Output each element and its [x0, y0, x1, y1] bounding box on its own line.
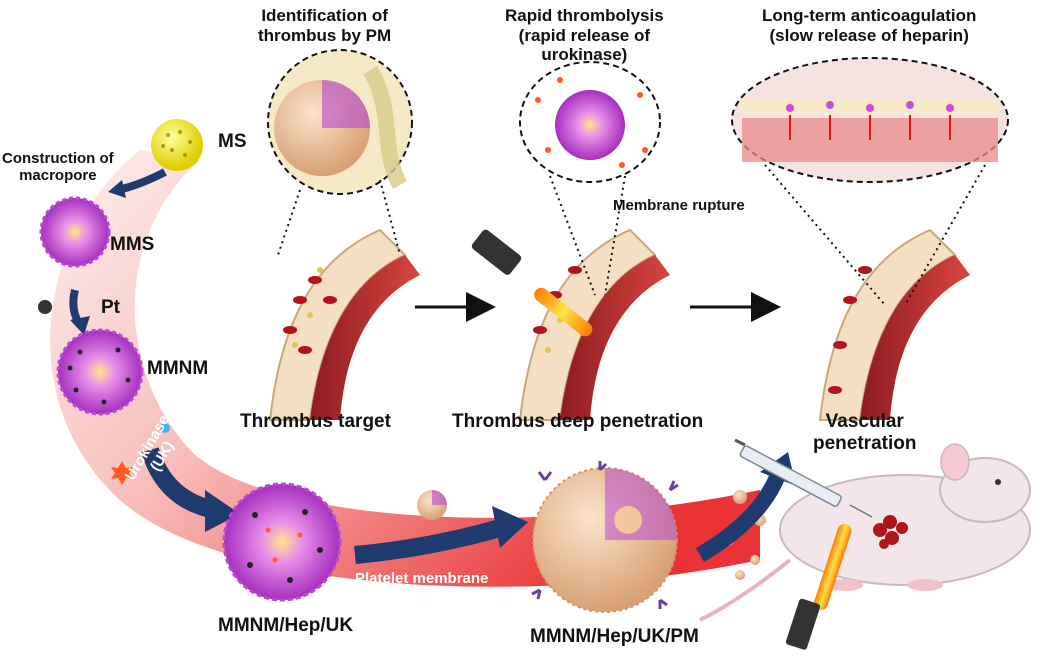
label-pt: Pt — [101, 297, 120, 318]
zoom-long-term — [731, 57, 1009, 306]
label-ms: MS — [218, 131, 247, 152]
ms-sphere — [151, 119, 203, 171]
label-deep-penetration: Thrombus deep penetration — [452, 411, 704, 432]
label-rapid-thrombolysis: Rapid thrombolysis (rapid release of uro… — [505, 6, 664, 65]
process-band — [50, 150, 761, 587]
mouse-laser — [785, 523, 852, 650]
heparin-marker — [160, 423, 170, 433]
thrombus-on-mouse — [873, 515, 908, 549]
label-long-term: Long-term anticoagulation (slow release … — [762, 6, 977, 45]
mms-particle — [39, 196, 111, 268]
zoom-identification — [267, 49, 413, 256]
pt-dot — [38, 300, 52, 314]
label-mms: MMS — [110, 234, 155, 255]
laser-emitter — [471, 229, 522, 275]
label-vascular-penetration: Vascular penetration — [813, 411, 917, 454]
label-construction: Construction of macropore — [2, 150, 114, 185]
platelet-membrane-vesicle — [417, 490, 447, 520]
vessel-panel-1 — [268, 228, 420, 421]
mmnm-hep-uk-particle — [222, 482, 342, 602]
label-mmnm-hep-uk-pm: MMNM/Hep/UK/PM — [530, 626, 699, 647]
label-platelet-membrane: Platelet membrane (PM) — [355, 570, 489, 605]
vessel-panel-3 — [818, 228, 970, 421]
vessel-panel-2 — [471, 228, 670, 421]
zoom-rapid-thrombolysis — [519, 61, 661, 296]
label-mmnm-hep-uk: MMNM/Hep/UK — [218, 615, 354, 636]
label-thrombus-target: Thrombus target — [240, 411, 391, 432]
arrow-loaded-to-coated — [354, 519, 503, 564]
thrombolysis-laser-beam — [534, 287, 593, 337]
label-identification: Identification of thrombus by PM — [258, 6, 392, 45]
arrow-to-mouse — [695, 471, 786, 562]
mmnm-particle — [56, 328, 144, 416]
platelet-coated-nanoparticle — [531, 461, 679, 613]
label-mmnm: MMNM — [147, 358, 209, 379]
syringe — [734, 438, 873, 518]
label-membrane-rupture: Membrane rupture — [613, 197, 745, 214]
urokinase-marker — [111, 461, 133, 485]
